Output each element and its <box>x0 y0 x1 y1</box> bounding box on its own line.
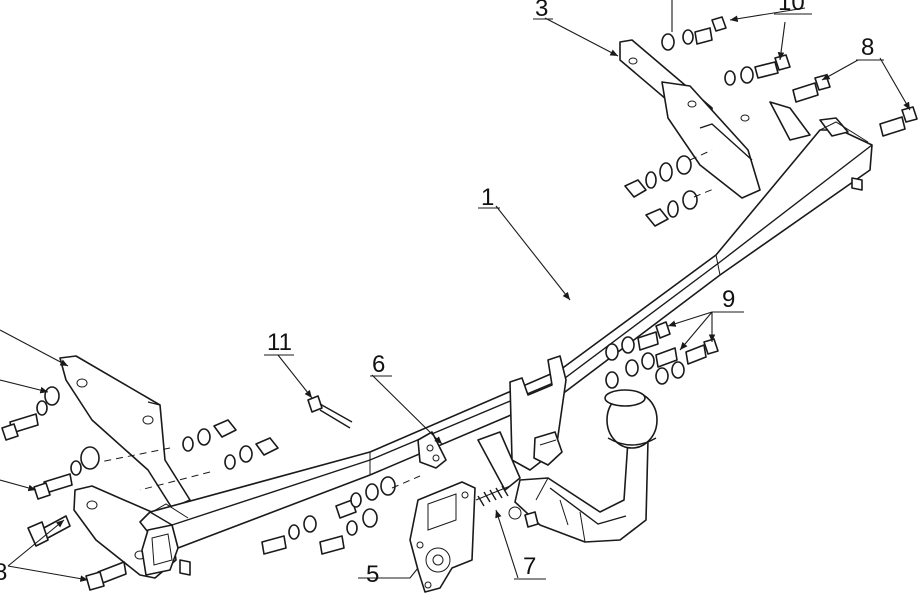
label-part-6: 6 <box>372 351 385 378</box>
socket-mounting-plate <box>409 481 476 593</box>
label-part-7: 7 <box>523 553 536 580</box>
right-washers-nuts <box>624 149 717 227</box>
coupling-plate <box>417 431 447 469</box>
spring-fastener <box>475 485 539 528</box>
side-bolts <box>792 74 918 137</box>
lower-fasteners <box>261 475 421 555</box>
label-part-5: 5 <box>366 561 379 588</box>
middle-bolts-washers <box>605 321 719 389</box>
left-fasteners <box>1 386 279 591</box>
tow-ball-assembly <box>477 355 658 543</box>
label-part-1: 1 <box>481 184 494 211</box>
leader-lines <box>0 0 911 582</box>
label-part-9: 9 <box>722 286 735 313</box>
right-mounting-bracket <box>619 39 811 199</box>
main-cross-beam <box>139 117 873 576</box>
top-bolts <box>661 16 791 86</box>
label-part-8: 8 <box>861 34 874 61</box>
label-part-3: 3 <box>535 0 548 22</box>
part-labels: 1 3 5 6 7 8 9 10 11 8 <box>0 0 884 588</box>
label-part-10: 10 <box>778 0 805 16</box>
label-part-11: 11 <box>267 329 292 356</box>
label-part-8-left: 8 <box>0 559 7 586</box>
long-bolt <box>307 395 353 429</box>
